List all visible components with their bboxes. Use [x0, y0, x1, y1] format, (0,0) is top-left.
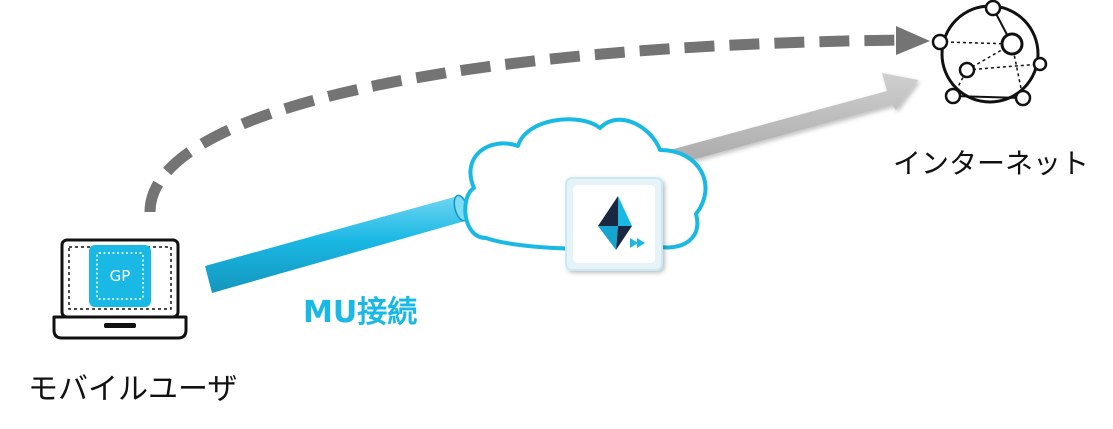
cloud-to-internet-arrow [648, 73, 918, 171]
mu-connection-label: MU接続 [303, 295, 417, 330]
direct-internet-arrow [144, 26, 930, 213]
prisma-access-logo-icon [565, 177, 663, 271]
mobile-user-label: モバイルユーザ [28, 372, 237, 407]
app-badge-text: GP [110, 267, 131, 285]
internet-globe-icon [931, 0, 1048, 107]
globalprotect-app-icon: GP [89, 245, 151, 307]
mu-tunnel [205, 194, 469, 293]
internet-label: インターネット [893, 147, 1089, 180]
